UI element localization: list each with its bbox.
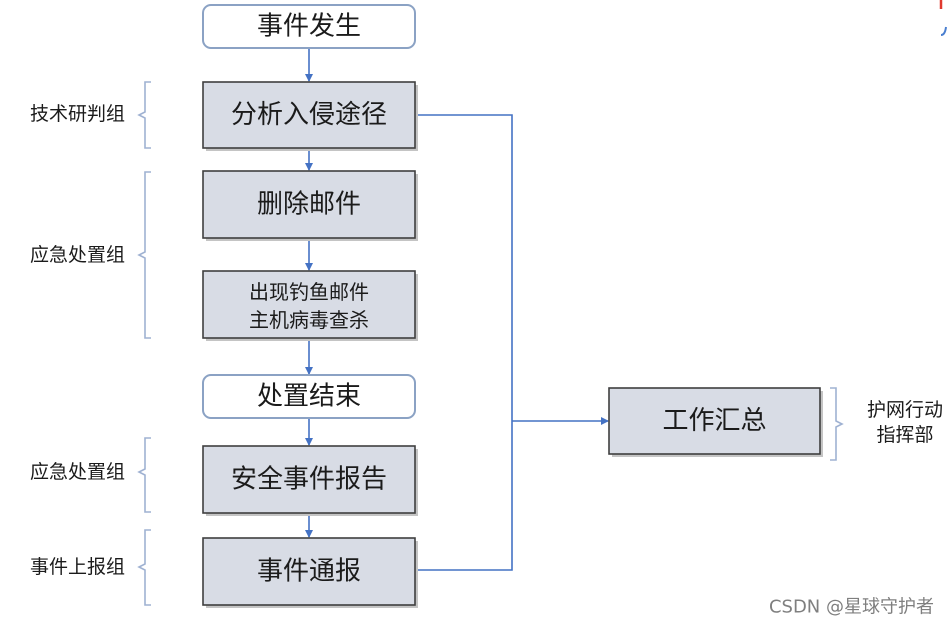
watermark: CSDN @星球守护者 bbox=[769, 597, 934, 618]
node-box bbox=[202, 4, 416, 49]
group-label: 事件上报组 bbox=[30, 556, 125, 578]
group-bracket bbox=[830, 387, 844, 461]
node-box bbox=[202, 170, 416, 239]
node-label-line-1: 出现钓鱼邮件 bbox=[249, 280, 369, 304]
group-bracket bbox=[137, 437, 151, 513]
node-box bbox=[202, 445, 416, 514]
group-bracket bbox=[137, 171, 151, 339]
group-label: 应急处置组 bbox=[30, 461, 125, 483]
group-emergency-response-1: 应急处置组 bbox=[30, 171, 151, 339]
node-event-occurred: 事件发生 bbox=[202, 4, 416, 49]
node-box bbox=[608, 387, 821, 455]
group-label: 技术研判组 bbox=[30, 103, 125, 125]
node-label-line-2: 主机病毒查杀 bbox=[249, 308, 369, 332]
connector-line bbox=[415, 114, 513, 571]
node-analyze-intrusion-path: 分析入侵途径 bbox=[202, 81, 418, 151]
node-box bbox=[202, 270, 416, 339]
node-incident-notification: 事件通报 bbox=[202, 537, 418, 608]
cropped-blue-mark bbox=[940, 26, 947, 36]
node-phishing-virus-scan: 出现钓鱼邮件 主机病毒查杀 bbox=[202, 270, 418, 341]
node-label: 工作汇总 bbox=[662, 406, 766, 436]
group-bracket bbox=[137, 81, 151, 149]
node-box bbox=[202, 374, 416, 419]
group-label-line-2: 指挥部 bbox=[876, 424, 933, 446]
group-incident-reporting: 事件上报组 bbox=[30, 529, 151, 606]
group-command-center: 护网行动 指挥部 bbox=[830, 387, 943, 461]
node-label: 分析入侵途径 bbox=[231, 100, 387, 130]
group-bracket bbox=[137, 529, 151, 606]
node-box bbox=[202, 537, 416, 606]
group-label: 应急处置组 bbox=[30, 244, 125, 266]
node-security-incident-report: 安全事件报告 bbox=[202, 445, 418, 516]
node-label: 事件发生 bbox=[257, 12, 361, 42]
node-label: 删除邮件 bbox=[257, 190, 361, 220]
node-work-summary: 工作汇总 bbox=[608, 387, 823, 457]
node-label: 事件通报 bbox=[257, 557, 361, 587]
group-technical-analysis: 技术研判组 bbox=[30, 81, 151, 149]
node-delete-email: 删除邮件 bbox=[202, 170, 418, 241]
group-label-line-1: 护网行动 bbox=[867, 399, 943, 421]
node-handling-complete: 处置结束 bbox=[202, 374, 416, 419]
node-label: 处置结束 bbox=[257, 382, 361, 412]
group-emergency-response-2: 应急处置组 bbox=[30, 437, 151, 513]
node-box bbox=[202, 81, 416, 149]
node-label: 安全事件报告 bbox=[231, 465, 387, 495]
